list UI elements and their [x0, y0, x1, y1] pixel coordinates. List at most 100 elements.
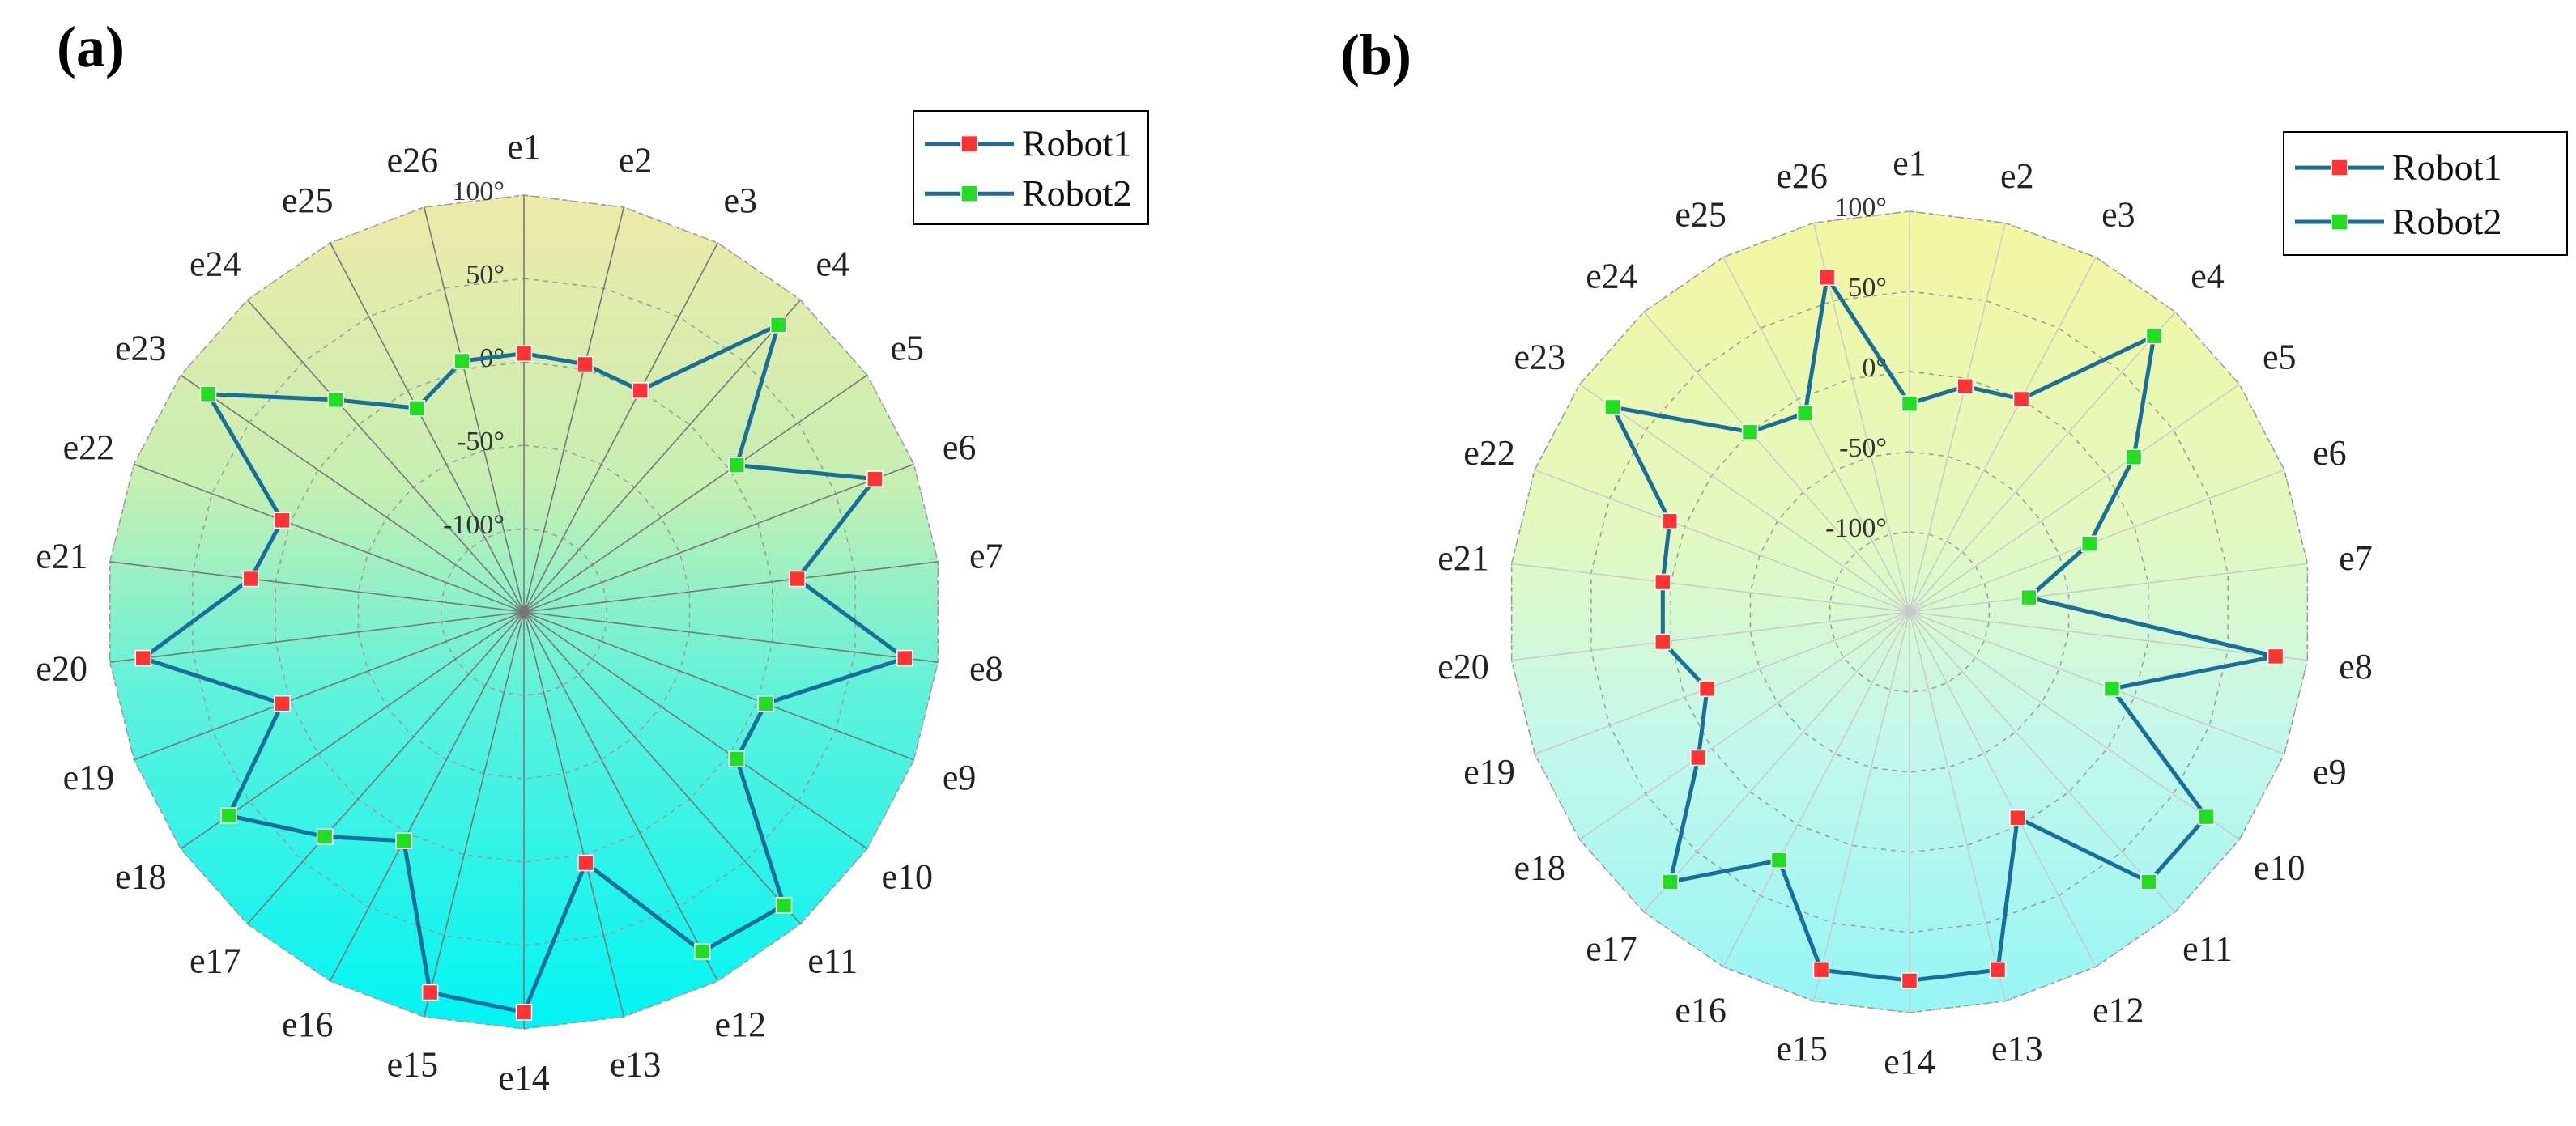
category-label-e4: e4: [2191, 257, 2225, 296]
category-label-e20: e20: [1437, 647, 1489, 686]
category-label-e16: e16: [1675, 990, 1727, 1030]
category-label-e23: e23: [115, 328, 167, 368]
radar-spoke: [1722, 257, 1910, 613]
category-label-e25: e25: [1675, 195, 1727, 235]
radar-spoke: [134, 611, 525, 761]
panel-label: (a): [57, 15, 125, 79]
radar-spoke: [523, 561, 939, 613]
radar-spoke: [523, 299, 802, 613]
category-label-e25: e25: [282, 181, 334, 220]
panel-label: (b): [1340, 23, 1411, 87]
marker-robot2-e25: [1796, 405, 1814, 422]
radar-spoke: [1909, 384, 2240, 613]
marker-robot1-e2: [577, 355, 594, 373]
category-label-e2: e2: [619, 141, 653, 181]
category-label-e15: e15: [1776, 1029, 1828, 1069]
legend-label: Robot2: [2392, 201, 2501, 242]
marker-robot2-e1: [1901, 395, 1918, 412]
category-label-e3: e3: [723, 181, 757, 220]
category-label-e1: e1: [1893, 143, 1927, 183]
radar-spoke: [1909, 312, 2176, 613]
radar-ring: [1749, 451, 2070, 773]
category-label-e21: e21: [1437, 538, 1489, 578]
radar-spoke: [109, 611, 525, 663]
marker-robot1-e6: [866, 470, 884, 487]
radar-spoke: [423, 611, 525, 1018]
category-label-e12: e12: [2093, 990, 2144, 1030]
legend-box: [2283, 131, 2568, 256]
marker-robot2-e23: [1604, 398, 1621, 416]
marker-robot2-e16: [1770, 852, 1788, 869]
radar-spoke: [1534, 611, 1910, 755]
marker-robot2-e5: [2125, 448, 2143, 466]
radial-tick-label: -50°: [457, 427, 505, 457]
marker-robot1-e22: [274, 512, 291, 529]
radar-spoke: [1511, 611, 1910, 661]
radar-spoke: [1812, 611, 1910, 1001]
marker-robot1-e15: [1812, 961, 1830, 979]
legend-box: [913, 110, 1149, 225]
marker-robot1-e1: [515, 345, 533, 362]
marker-robot1-e15: [421, 984, 439, 1001]
marker-robot1-e21: [1654, 573, 1671, 591]
marker-robot1-e8: [896, 649, 913, 667]
radial-tick-label: -50°: [1839, 433, 1887, 463]
radial-tick-label: 50°: [1848, 273, 1887, 303]
marker-robot2-e18: [220, 807, 237, 824]
category-label-e6: e6: [2313, 433, 2347, 473]
category-label-e4: e4: [816, 244, 850, 284]
radar-spoke: [1579, 384, 1910, 613]
radar-spoke: [523, 242, 719, 613]
category-label-e9: e9: [943, 758, 977, 797]
radar-spoke: [180, 374, 525, 613]
marker-robot1-e7: [789, 570, 806, 588]
category-label-e11: e11: [2182, 928, 2233, 968]
legend-marker: [2331, 159, 2348, 176]
radar-spoke: [523, 611, 802, 925]
category-label-e18: e18: [1514, 848, 1565, 887]
category-label-e10: e10: [2254, 848, 2306, 887]
marker-robot2-e11: [2140, 873, 2157, 890]
radial-tick-label: 0°: [1862, 353, 1887, 383]
legend-label: Robot1: [2392, 147, 2501, 188]
radar-spoke: [523, 611, 868, 850]
legend-marker: [2331, 213, 2348, 231]
radial-tick-label: 100°: [452, 176, 505, 206]
marker-robot1-e14: [1901, 972, 1918, 989]
marker-robot1-e3: [2012, 390, 2030, 408]
radar-spoke: [523, 611, 939, 663]
category-label-e22: e22: [1463, 433, 1515, 473]
radar-spoke: [134, 463, 525, 613]
category-label-e26: e26: [387, 141, 439, 181]
category-label-e22: e22: [63, 427, 115, 467]
marker-robot1-e3: [632, 382, 649, 399]
marker-robot2-e10: [2198, 808, 2215, 826]
marker-robot2-e17: [1662, 873, 1679, 890]
marker-robot1-e18: [1690, 749, 1707, 767]
radial-tick-label: 100°: [1834, 193, 1887, 223]
category-label-e8: e8: [969, 648, 1003, 688]
marker-robot2-e6: [2080, 535, 2098, 552]
category-label-e5: e5: [890, 328, 924, 368]
radar-spoke: [523, 611, 914, 761]
marker-robot1-e19: [1698, 680, 1716, 698]
radar-spoke: [1909, 611, 2007, 1001]
radar-spoke: [1909, 611, 2285, 755]
marker-robot2-e4: [769, 317, 787, 334]
radar-spoke: [1909, 611, 2097, 967]
category-label-e12: e12: [714, 1005, 766, 1044]
category-label-e1: e1: [507, 127, 541, 167]
marker-robot2-e24: [1741, 423, 1759, 440]
category-label-e9: e9: [2313, 752, 2347, 792]
radar-spoke: [1909, 611, 2176, 912]
radial-tick-label: -100°: [1825, 513, 1887, 543]
category-label-e13: e13: [1991, 1029, 2043, 1069]
legend-marker: [960, 185, 978, 202]
legend-marker: [960, 134, 978, 153]
category-label-e13: e13: [610, 1044, 662, 1084]
marker-robot1-e20: [1654, 633, 1671, 651]
marker-robot1-e2: [1956, 377, 1974, 395]
marker-robot2-e17: [316, 828, 334, 845]
